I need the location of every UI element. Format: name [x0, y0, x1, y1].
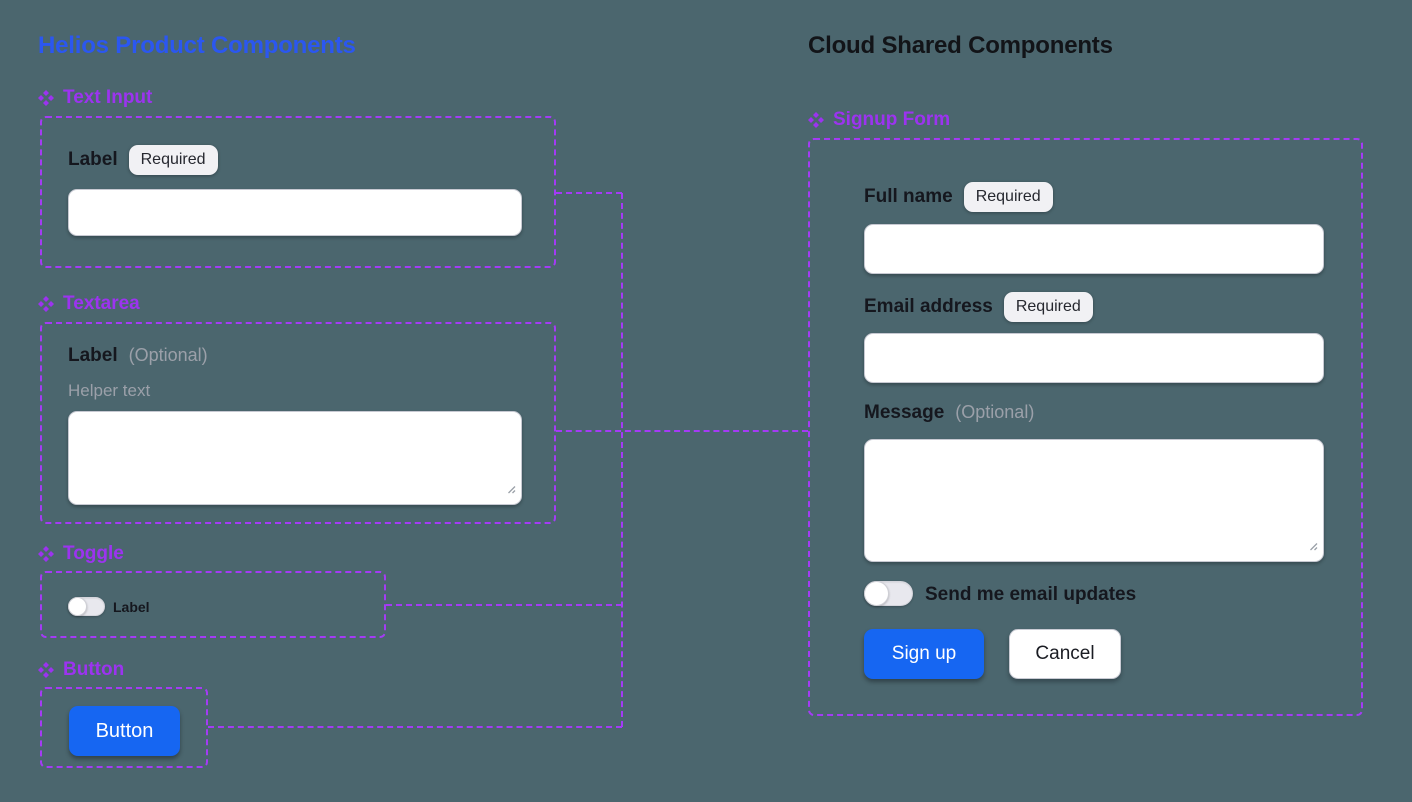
connector-text-input [556, 192, 622, 194]
message-textarea[interactable] [864, 439, 1324, 562]
primary-button[interactable]: Button [69, 706, 180, 756]
field-label: Label [68, 345, 118, 366]
connector-trunk [621, 193, 623, 727]
component-diamond-icon [38, 662, 54, 679]
component-header-label: Button [63, 659, 125, 680]
connector-toggle [386, 604, 622, 606]
required-badge: Required [128, 145, 218, 175]
toggle-label: Label [113, 599, 150, 615]
component-header-toggle: Toggle [38, 543, 124, 565]
required-badge: Required [1003, 292, 1093, 322]
sign-up-button[interactable]: Sign up [864, 629, 984, 679]
component-diamond-icon [808, 112, 824, 129]
component-header-label: Signup Form [833, 109, 951, 130]
email-input[interactable] [864, 333, 1324, 383]
component-header-label: Text Input [63, 87, 153, 108]
text-input-field[interactable] [68, 189, 522, 236]
component-header-textarea: Textarea [38, 293, 140, 315]
component-diamond-icon [38, 296, 54, 313]
component-header-button: Button [38, 659, 125, 681]
connector-button [208, 726, 622, 728]
toggle-knob [864, 581, 889, 606]
component-diamond-icon [38, 546, 54, 563]
email-updates-toggle[interactable] [864, 581, 913, 606]
helper-text: Helper text [68, 381, 151, 400]
full-name-label: Full name [864, 186, 953, 208]
email-label: Email address [864, 296, 993, 318]
component-header-text-input: Text Input [38, 87, 153, 109]
message-label: Message [864, 402, 945, 423]
connector-textarea-to-form [556, 430, 808, 432]
signup-form-frame: Full name Required Email address Require… [808, 138, 1363, 716]
component-header-signup-form: Signup Form [808, 109, 951, 131]
left-panel-title: Helios Product Components [38, 32, 356, 59]
textarea-component-frame: Label (Optional) Helper text [40, 322, 556, 524]
component-header-label: Toggle [63, 543, 124, 564]
required-badge: Required [963, 182, 1053, 212]
toggle-switch[interactable] [68, 597, 105, 616]
right-panel-title: Cloud Shared Components [808, 32, 1113, 59]
optional-hint: (Optional) [128, 345, 208, 366]
component-header-label: Textarea [63, 293, 140, 314]
component-diamond-icon [38, 90, 54, 107]
cancel-button[interactable]: Cancel [1009, 629, 1121, 679]
textarea-field[interactable] [68, 411, 522, 505]
email-updates-label: Send me email updates [925, 584, 1137, 605]
text-input-component-frame: Label Required [40, 116, 556, 268]
toggle-component-frame: Label [40, 571, 386, 638]
toggle-knob [68, 597, 87, 616]
field-label: Label [68, 149, 118, 171]
optional-hint: (Optional) [955, 402, 1035, 423]
button-component-frame: Button [40, 687, 208, 768]
full-name-input[interactable] [864, 224, 1324, 274]
